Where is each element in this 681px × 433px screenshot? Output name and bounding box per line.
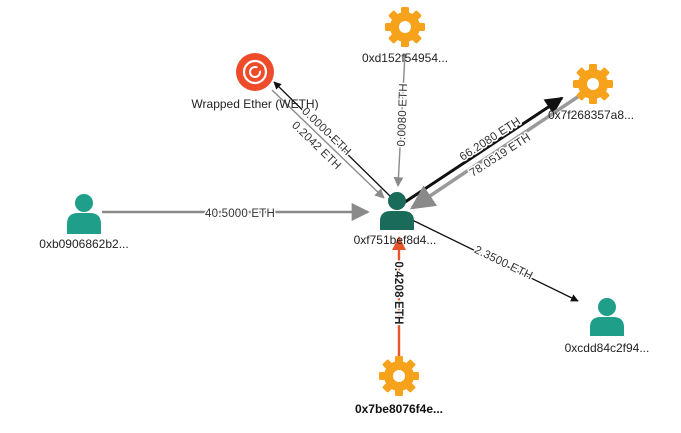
- edge-top[interactable]: [393, 53, 406, 187]
- node-weth[interactable]: Wrapped Ether (WETH): [191, 53, 319, 111]
- node-label-contract-topright: 0x7f268357a8...: [548, 108, 634, 122]
- edge-label-bottom: 0.4208 ETH: [392, 261, 404, 324]
- edge-bottom-arrowhead: [392, 236, 406, 250]
- node-center-user[interactable]: 0xf751bef8d4...: [354, 192, 437, 247]
- edge-weth-b[interactable]: [271, 89, 385, 199]
- gear-icon: [385, 7, 425, 47]
- edge-label-top: 0.0080 ETH: [396, 83, 410, 147]
- edge-in-topright[interactable]: [409, 88, 589, 210]
- node-label-weth: Wrapped Ether (WETH): [191, 97, 318, 111]
- node-contract-top[interactable]: 0xd152f54954...: [362, 7, 448, 65]
- gear-icon: [573, 64, 613, 104]
- token-icon: [236, 53, 274, 91]
- node-label-center: 0xf751bef8d4...: [354, 233, 437, 247]
- person-icon: [67, 194, 101, 234]
- node-contract-bottom[interactable]: 0x7be8076f4e...: [355, 356, 443, 416]
- node-label-left-user: 0xb0906862b2...: [39, 237, 128, 251]
- edge-label-left: 40.5000 ETH: [205, 208, 275, 220]
- node-label-right-user: 0xcdd84c2f94...: [565, 341, 650, 355]
- person-icon: [380, 192, 414, 230]
- edge-right[interactable]: [403, 215, 579, 302]
- edge-labels: 0.0000 ETH 0.2042 ETH 0.0080 ETH 66.2080…: [204, 82, 536, 327]
- edge-weth-a[interactable]: [273, 81, 393, 199]
- gear-icon: [379, 356, 419, 396]
- person-icon: [590, 298, 624, 336]
- node-contract-topright[interactable]: 0x7f268357a8...: [548, 64, 634, 122]
- node-label-contract-bottom: 0x7be8076f4e...: [355, 402, 443, 416]
- node-label-contract-top: 0xd152f54954...: [362, 51, 448, 65]
- node-right-user[interactable]: 0xcdd84c2f94...: [565, 298, 650, 355]
- edge-label-right: 2.3500 ETH: [472, 244, 534, 283]
- node-left-user[interactable]: 0xb0906862b2...: [39, 194, 129, 251]
- edges: [102, 53, 589, 362]
